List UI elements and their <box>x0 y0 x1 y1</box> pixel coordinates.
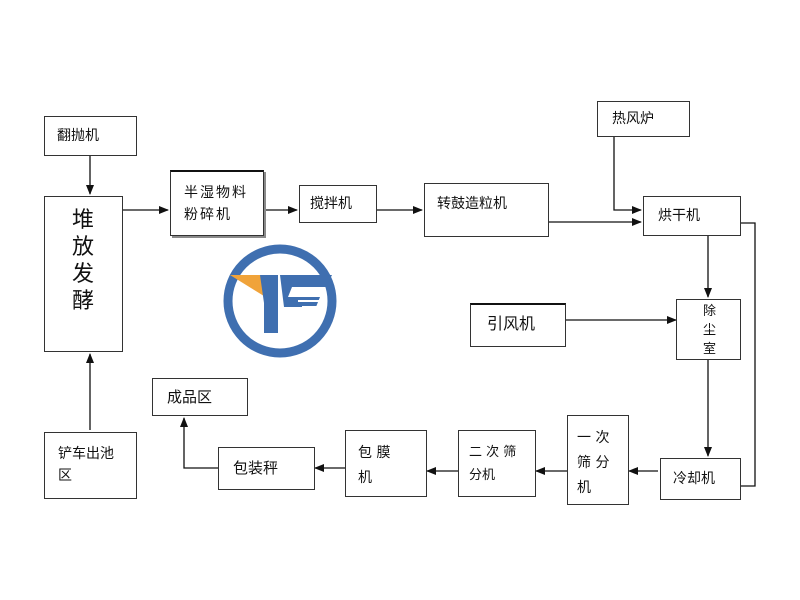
node-banshi-fensuiji: 半湿物料 粉碎机 <box>170 170 264 236</box>
node-zhuangu-zaoliji: 转鼓造粒机 <box>424 183 549 237</box>
node-baomoji-label: 包 膜 机 <box>358 445 391 486</box>
node-jiaobanji-label: 搅拌机 <box>310 196 352 212</box>
node-chanche-chuchiqu: 铲车出池 区 <box>44 432 137 499</box>
arrow-honggan-to-lengque-loop <box>741 222 756 487</box>
node-lengqueji: 冷却机 <box>660 458 741 500</box>
node-chengpinqu: 成品区 <box>152 378 248 416</box>
node-chengpinqu-label: 成品区 <box>167 388 213 406</box>
node-fanpaoji: 翻抛机 <box>44 116 137 156</box>
node-erci-shaifenji-label: 二 次 筛 分机 <box>469 445 517 483</box>
node-yinfengji: 引风机 <box>470 303 566 347</box>
node-honggan-ji: 烘干机 <box>643 196 741 236</box>
node-zhuangu-zaoliji-label: 转鼓造粒机 <box>437 196 507 212</box>
node-honggan-ji-label: 烘干机 <box>658 208 700 224</box>
node-banshi-fensuiji-label: 半湿物料 粉碎机 <box>184 185 248 223</box>
node-refenglu: 热风炉 <box>597 101 690 137</box>
node-jiaobanji: 搅拌机 <box>299 185 377 223</box>
node-baomoji: 包 膜 机 <box>345 430 427 497</box>
arrow-baozhuang-to-chengpin <box>180 417 218 469</box>
node-chuchenshi: 除 尘 室 <box>676 299 741 360</box>
node-fanpaoji-label: 翻抛机 <box>57 128 99 144</box>
node-yinfengji-label: 引风机 <box>487 314 536 333</box>
node-chuchenshi-label: 除 尘 室 <box>703 304 717 357</box>
node-refenglu-label: 热风炉 <box>612 111 654 127</box>
node-duifang-fajiao-label: 堆 放 发 酵 <box>72 208 95 314</box>
node-duifang-fajiao: 堆 放 发 酵 <box>44 196 123 352</box>
node-erci-shaifenji: 二 次 筛 分机 <box>458 430 536 497</box>
node-baozhuangcheng: 包装秤 <box>218 447 315 490</box>
node-yici-shaifenji: 一 次 筛 分 机 <box>567 415 629 505</box>
node-yici-shaifenji-label: 一 次 筛 分 机 <box>577 430 610 496</box>
node-chanche-chuchiqu-label: 铲车出池 区 <box>58 446 114 484</box>
node-baozhuangcheng-label: 包装秤 <box>233 459 279 477</box>
node-lengqueji-label: 冷却机 <box>673 471 715 487</box>
company-logo-icon <box>223 244 337 358</box>
arrow-refenglu-to-honggan <box>613 137 642 214</box>
